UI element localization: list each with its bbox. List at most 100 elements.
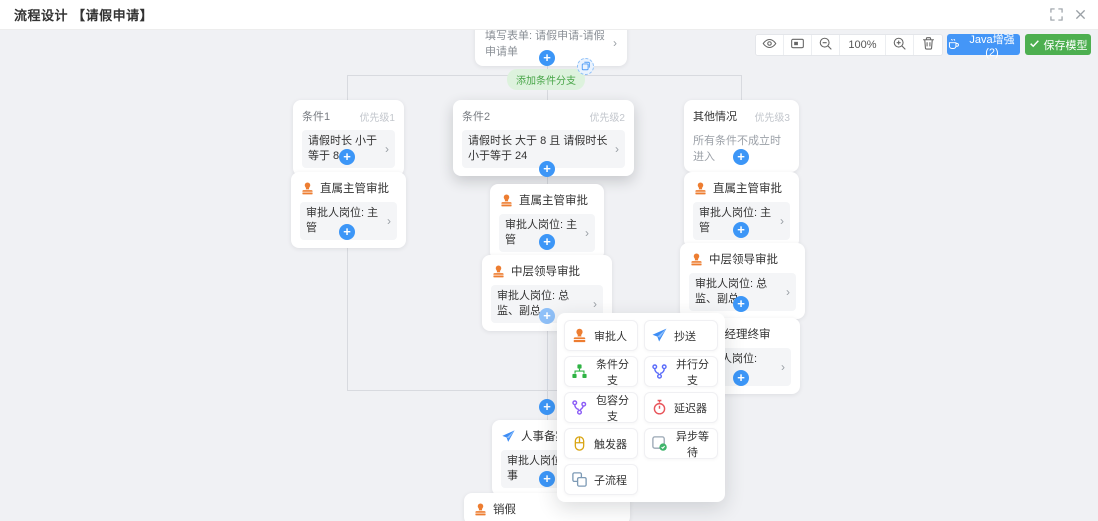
canvas-toolbar: 100% bbox=[755, 34, 943, 56]
subprocess-icon bbox=[571, 471, 588, 488]
menu-item-cc[interactable]: 抄送 bbox=[644, 320, 718, 351]
add-node-button[interactable]: + bbox=[733, 149, 749, 165]
page-title: 流程设计 【请假申请】 bbox=[14, 8, 154, 23]
save-model-label: 保存模型 bbox=[1043, 39, 1088, 52]
flow-canvas[interactable]: 填写表单: 请假申请-请假申请单 › + 添加条件分支 条件1 优先级1 请假时… bbox=[0, 30, 1098, 521]
zoom-in-button[interactable] bbox=[886, 35, 914, 55]
add-node-button[interactable]: + bbox=[339, 149, 355, 165]
node-title: 直属主管审批 bbox=[519, 195, 588, 207]
add-node-button[interactable]: + bbox=[733, 296, 749, 312]
node-title: 直属主管审批 bbox=[320, 183, 389, 195]
delete-button[interactable] bbox=[914, 35, 942, 55]
node-title: 直属主管审批 bbox=[713, 183, 782, 195]
chevron-right-icon: › bbox=[593, 296, 597, 311]
menu-item-inclusive-branch[interactable]: 包容分支 bbox=[564, 392, 638, 423]
node-title: 人事备案 bbox=[521, 431, 567, 443]
zoom-out-icon bbox=[818, 36, 833, 54]
add-node-button[interactable]: + bbox=[339, 224, 355, 240]
add-node-button[interactable]: + bbox=[539, 399, 555, 415]
node-title: 销假 bbox=[493, 504, 516, 516]
add-node-button[interactable]: + bbox=[733, 370, 749, 386]
node-approve-supervisor-right[interactable]: 直属主管审批 审批人岗位: 主管› bbox=[684, 172, 799, 248]
fullscreen-icon[interactable] bbox=[1048, 7, 1064, 23]
menu-item-async-wait[interactable]: 异步等待 bbox=[644, 428, 718, 459]
add-node-button-active[interactable]: + bbox=[539, 308, 555, 324]
add-node-button[interactable]: + bbox=[733, 222, 749, 238]
menu-item-trigger[interactable]: 触发器 bbox=[564, 428, 638, 459]
approver-stamp-icon bbox=[473, 502, 488, 517]
condition-expression[interactable]: 请假时长 小于等于 8› bbox=[302, 130, 395, 168]
send-icon bbox=[501, 429, 516, 444]
condition-priority: 优先级2 bbox=[589, 112, 625, 124]
chevron-right-icon: › bbox=[387, 213, 391, 228]
add-node-button[interactable]: + bbox=[539, 471, 555, 487]
trash-icon bbox=[921, 36, 936, 54]
copy-icon bbox=[581, 58, 591, 76]
node-condition-1[interactable]: 条件1 优先级1 请假时长 小于等于 8› bbox=[293, 100, 404, 176]
condition-title: 条件2 bbox=[462, 111, 491, 123]
add-node-menu: 审批人 抄送 条件分支 并行分支 包容分支 bbox=[557, 313, 725, 502]
java-cup-icon bbox=[947, 37, 960, 53]
close-icon[interactable] bbox=[1072, 7, 1088, 23]
copy-branch-button[interactable] bbox=[577, 58, 594, 75]
condition-title: 其他情况 bbox=[693, 111, 737, 123]
add-node-button[interactable]: + bbox=[539, 50, 555, 66]
window-controls bbox=[1048, 7, 1088, 23]
zoom-level: 100% bbox=[840, 35, 886, 55]
node-config[interactable]: 审批人岗位: 主管› bbox=[499, 214, 595, 252]
chevron-right-icon: › bbox=[615, 141, 619, 156]
node-condition-2[interactable]: 条件2 优先级2 请假时长 大于 8 且 请假时长 小于等于 24› bbox=[453, 100, 634, 176]
connector-line bbox=[347, 390, 742, 391]
condition-branch-icon bbox=[571, 363, 588, 380]
parallel-branch-icon bbox=[651, 363, 668, 380]
add-node-button[interactable]: + bbox=[539, 234, 555, 250]
minimap-button[interactable] bbox=[784, 35, 812, 55]
java-enhance-label: Java增强 (2) bbox=[969, 33, 1015, 59]
node-title: 中层领导审批 bbox=[709, 254, 778, 266]
eye-icon bbox=[762, 36, 777, 54]
node-form[interactable]: 填写表单: 请假申请-请假申请单 › bbox=[475, 30, 627, 66]
timer-icon bbox=[651, 399, 668, 416]
approver-stamp-icon bbox=[300, 181, 315, 196]
header: 流程设计 【请假申请】 bbox=[0, 0, 1098, 30]
condition-title: 条件1 bbox=[302, 111, 331, 123]
node-approve-midlevel-right[interactable]: 中层领导审批 审批人岗位: 总监、副总› bbox=[680, 243, 805, 319]
chevron-right-icon: › bbox=[780, 213, 784, 228]
check-icon bbox=[1029, 38, 1040, 52]
approver-stamp-icon bbox=[571, 327, 588, 344]
menu-item-parallel-branch[interactable]: 并行分支 bbox=[644, 356, 718, 387]
chevron-right-icon: › bbox=[385, 141, 389, 156]
approver-stamp-icon bbox=[689, 252, 704, 267]
save-model-button[interactable]: 保存模型 bbox=[1025, 34, 1091, 55]
condition-priority: 优先级1 bbox=[359, 112, 395, 124]
minimap-icon bbox=[790, 36, 805, 54]
menu-item-delay-timer[interactable]: 延迟器 bbox=[644, 392, 718, 423]
chevron-right-icon: › bbox=[781, 359, 785, 374]
add-condition-branch-button[interactable]: 添加条件分支 bbox=[507, 69, 585, 90]
node-title: 中层领导审批 bbox=[511, 266, 580, 278]
chevron-right-icon: › bbox=[786, 284, 790, 299]
node-approve-supervisor-mid[interactable]: 直属主管审批 审批人岗位: 主管› bbox=[490, 184, 604, 260]
menu-item-subprocess[interactable]: 子流程 bbox=[564, 464, 638, 495]
approver-stamp-icon bbox=[491, 264, 506, 279]
menu-item-approver[interactable]: 审批人 bbox=[564, 320, 638, 351]
java-enhance-button[interactable]: Java增强 (2) bbox=[947, 34, 1020, 59]
menu-item-condition-branch[interactable]: 条件分支 bbox=[564, 356, 638, 387]
add-node-button[interactable]: + bbox=[539, 161, 555, 177]
node-title: 总经理终审 bbox=[713, 329, 771, 341]
approver-stamp-icon bbox=[499, 193, 514, 208]
chevron-right-icon: › bbox=[613, 35, 617, 50]
zoom-in-icon bbox=[892, 36, 907, 54]
node-form-text: 填写表单: 请假申请-请假申请单 bbox=[485, 30, 605, 58]
chevron-right-icon: › bbox=[585, 225, 589, 240]
preview-button[interactable] bbox=[756, 35, 784, 55]
condition-priority: 优先级3 bbox=[754, 112, 790, 124]
node-config[interactable]: 审批人岗位: 主管› bbox=[693, 202, 790, 240]
inclusive-branch-icon bbox=[571, 399, 588, 416]
approver-stamp-icon bbox=[693, 181, 708, 196]
async-wait-icon bbox=[651, 435, 668, 452]
send-icon bbox=[651, 327, 668, 344]
condition-note: 所有条件不成立时进入 bbox=[693, 135, 781, 163]
zoom-out-button[interactable] bbox=[812, 35, 840, 55]
